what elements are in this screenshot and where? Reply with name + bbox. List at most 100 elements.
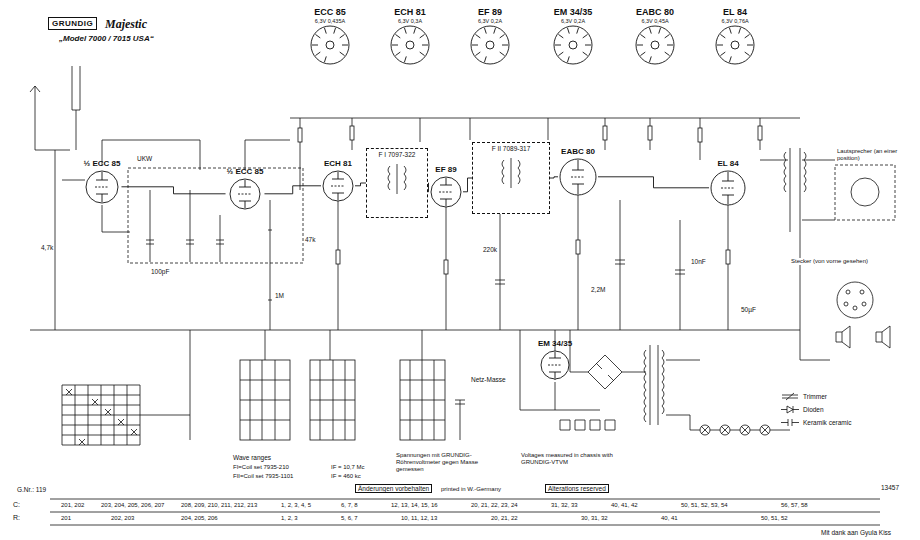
node-heading: EF 89	[469, 8, 511, 18]
envelope	[554, 26, 592, 64]
pin-stub	[649, 56, 651, 62]
tube-pin-diagram: EABC 806,3V 0,45A	[634, 8, 676, 65]
node-spec: 6,3V 0,2A	[552, 18, 594, 24]
grid	[439, 191, 453, 192]
envelope	[711, 171, 745, 205]
pin-stub	[747, 44, 753, 45]
envelope	[323, 171, 353, 201]
envelope	[541, 351, 569, 379]
note-text: Mit dank aan Gyula Kiss	[820, 529, 892, 536]
part-number-row: 1, 2, 3	[280, 515, 299, 522]
pin-stub	[640, 34, 645, 38]
node-heading: ECH 81	[389, 8, 431, 18]
pin-center	[406, 41, 414, 49]
pin-stub	[312, 44, 318, 45]
part-number-row: 203, 204, 205, 206, 207	[100, 502, 165, 509]
node-spec: 6,3V 0,2A	[469, 18, 511, 24]
node-spec: 6,3V 0,45A	[634, 18, 676, 24]
diode-sample	[781, 406, 799, 413]
pin-stub	[315, 52, 320, 56]
note-text: FII=Coil set 7935-1101	[232, 473, 294, 480]
signal-wire	[428, 183, 429, 192]
pin-stub	[558, 34, 563, 38]
part-number-row: 20, 21, 22, 23, 24	[470, 502, 519, 509]
node-heading: F II 7089-317	[475, 145, 547, 152]
pin-stub	[472, 44, 478, 45]
pin-stub	[484, 56, 486, 62]
pin-stub	[649, 28, 651, 34]
node-heading: EL 84	[709, 160, 747, 169]
part-number-row: 40, 41	[660, 515, 679, 522]
part-number-row: 12, 13, 14, 15, 16	[390, 502, 439, 509]
component-value: 4,7k	[40, 244, 54, 251]
pin-stub	[475, 52, 480, 56]
envelope	[431, 177, 461, 207]
node-heading: EF 89	[429, 166, 463, 175]
part-number-row: 5, 6, 7	[340, 515, 359, 522]
component-value: 1M	[274, 292, 285, 299]
legend-text: Keramik ceramic	[803, 419, 851, 426]
pin-stub	[745, 34, 750, 38]
part-number-row: 1, 2, 3, 4, 5	[280, 502, 312, 509]
pin-stub	[720, 52, 725, 56]
note-text: 13457	[880, 484, 900, 491]
pin-stub	[567, 28, 569, 34]
legend: TrimmerDiodenKeramik ceramic	[780, 392, 851, 431]
pin-stub	[558, 52, 563, 56]
node-heading: F I 7097-322	[369, 151, 425, 158]
envelope	[471, 26, 509, 64]
component-value: Majestic	[104, 18, 148, 32]
pin-center	[326, 41, 334, 49]
pin-stub	[583, 34, 588, 38]
component-value: 10nF	[690, 258, 707, 265]
filter-can: F I 7097-322	[366, 148, 428, 218]
component-value: Netz-Masse	[470, 376, 507, 383]
component-value: 50µF	[740, 306, 757, 313]
tube-envelope	[430, 176, 462, 208]
part-number-row: 56, 57, 58	[780, 502, 809, 509]
pin-center	[486, 41, 494, 49]
pin-stub	[395, 52, 400, 56]
pin-stub	[720, 34, 725, 38]
tube-envelope	[559, 158, 597, 196]
pin-stub	[395, 34, 400, 38]
part-number-row: R:	[12, 514, 21, 522]
tube-envelope	[229, 178, 261, 210]
pin-stub	[637, 44, 643, 45]
note-text: Voltages measured in chassis with GRUNDI…	[520, 452, 632, 466]
pin-stub	[494, 28, 496, 34]
pin-stub	[729, 56, 731, 62]
part-number-row: 204, 205, 206	[180, 515, 219, 522]
node-heading: ECH 81	[321, 160, 355, 169]
node-spec: 6,3V 0,435A	[309, 18, 351, 24]
tube-symbol: EF 89	[429, 166, 463, 208]
legend-row: Dioden	[780, 405, 851, 414]
pin-stub	[392, 44, 398, 45]
envelope	[86, 171, 118, 203]
envelope	[230, 179, 260, 209]
tube-symbol: EL 84	[709, 160, 747, 206]
tube-pin-diagram: ECC 856,3V 0,435A	[309, 8, 351, 65]
electrodes	[96, 172, 108, 202]
pin-circle	[635, 25, 675, 65]
part-number-row: 10, 11, 12, 13	[400, 515, 438, 522]
pin-stub	[567, 56, 569, 62]
pin-stub	[420, 52, 425, 56]
pin-stub	[414, 28, 416, 34]
pin-stub	[420, 34, 425, 38]
pin-stub	[745, 52, 750, 56]
pin-stub	[665, 52, 670, 56]
note-text: FI=Coil set 7935-210	[232, 464, 290, 471]
tube-envelope	[540, 350, 570, 380]
node-heading: GRUNDIG	[52, 19, 93, 28]
part-number-row: 50, 51, 52	[760, 515, 789, 522]
envelope	[636, 26, 674, 64]
signal-wire	[264, 186, 321, 194]
pin-stub	[577, 28, 579, 34]
tube-envelope	[710, 170, 746, 206]
grid	[331, 185, 345, 186]
legend-row: Keramik ceramic	[780, 418, 851, 427]
tube-symbol: EM 34/35	[537, 340, 573, 380]
pin-stub	[555, 44, 561, 45]
part-number-row: C:	[12, 501, 21, 509]
